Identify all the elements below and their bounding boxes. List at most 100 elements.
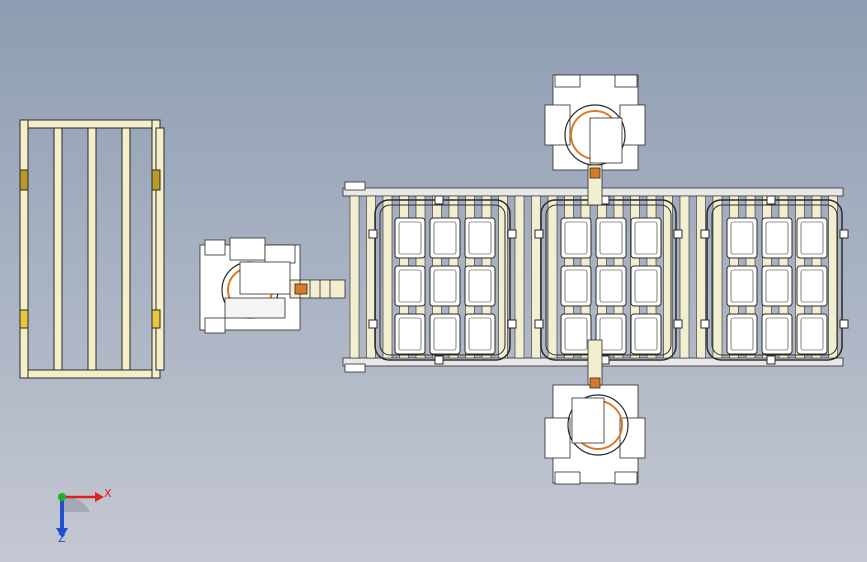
battery-module: [630, 265, 662, 307]
z-axis-arrowhead: [56, 528, 68, 538]
battery-module: [761, 265, 793, 307]
tray-inner-outline: [711, 204, 838, 356]
battery-module: [630, 313, 662, 355]
battery-module: [394, 265, 426, 307]
battery-module: [464, 265, 496, 307]
battery-module: [726, 313, 758, 355]
tray-clamp: [434, 195, 444, 205]
tray-clamp: [839, 229, 849, 239]
coordinate-triad: X Z: [56, 487, 112, 545]
pallet-block: [151, 169, 161, 191]
conveyor-end-plate: [344, 363, 366, 373]
battery-module: [726, 265, 758, 307]
battery-module-inner: [599, 269, 623, 303]
conveyor-end-plate: [344, 181, 366, 191]
battery-module-inner: [468, 317, 492, 351]
battery-module: [796, 265, 828, 307]
battery-module: [560, 217, 592, 259]
tray-inner-outline: [379, 204, 506, 356]
battery-module-inner: [634, 269, 658, 303]
pallet-slat: [53, 127, 63, 371]
battery-module: [429, 217, 461, 259]
tray-clamp: [434, 355, 444, 365]
battery-module-inner: [468, 269, 492, 303]
battery-module-inner: [398, 221, 422, 255]
conveyor-roller: [547, 195, 558, 359]
battery-module-inner: [398, 317, 422, 351]
conveyor-roller: [498, 195, 508, 359]
y-axis-dot: [58, 493, 66, 501]
tray-clamp: [766, 195, 776, 205]
triad-plane: [62, 496, 90, 512]
battery-module-inner: [433, 269, 457, 303]
battery-module-inner: [765, 221, 789, 255]
pallet-slats: [53, 127, 165, 371]
battery-module-inner: [599, 317, 623, 351]
tray-clamp: [534, 319, 544, 329]
battery-module: [464, 217, 496, 259]
battery-tray: [368, 195, 517, 365]
tray-clamp: [534, 229, 544, 239]
pallet-slat: [155, 127, 165, 371]
battery-module-inner: [599, 221, 623, 255]
tray-clamp: [368, 319, 378, 329]
battery-module-inner: [800, 317, 824, 351]
tray-clamp: [673, 319, 683, 329]
battery-tray: [700, 195, 849, 365]
battery-module-inner: [634, 317, 658, 351]
battery-module: [796, 313, 828, 355]
battery-module: [560, 265, 592, 307]
pallet-frame[interactable]: [19, 119, 165, 379]
x-axis-label: X: [104, 487, 112, 500]
battery-module: [630, 217, 662, 259]
conveyor-roller: [679, 195, 690, 359]
conveyor-roller: [712, 195, 723, 359]
tray-clamp: [700, 229, 710, 239]
battery-trays: [368, 195, 849, 365]
battery-module: [761, 313, 793, 355]
tray-clamp: [766, 355, 776, 365]
tray-clamp: [507, 319, 517, 329]
battery-module-inner: [730, 317, 754, 351]
conveyor-roller: [382, 195, 393, 359]
battery-module: [394, 217, 426, 259]
z-axis-label: Z: [58, 532, 66, 545]
conveyor-roller: [366, 195, 376, 359]
battery-module: [595, 265, 627, 307]
battery-module-inner: [800, 221, 824, 255]
conveyor-roller: [514, 195, 525, 359]
pallet-slat: [87, 127, 97, 371]
battery-module-inner: [564, 317, 588, 351]
tray-clamp: [673, 229, 683, 239]
battery-module-inner: [765, 317, 789, 351]
tray-clamp: [700, 319, 710, 329]
battery-module: [796, 217, 828, 259]
battery-module-inner: [634, 221, 658, 255]
tray-clamp: [839, 319, 849, 329]
battery-module: [560, 313, 592, 355]
battery-module: [761, 217, 793, 259]
battery-module-inner: [433, 221, 457, 255]
battery-module-inner: [730, 269, 754, 303]
battery-module: [394, 313, 426, 355]
robot-left[interactable]: [199, 237, 346, 334]
tray-clamp: [507, 229, 517, 239]
tray-clamp: [368, 229, 378, 239]
conveyor-roller: [531, 195, 541, 359]
battery-module-inner: [433, 317, 457, 351]
robot-bottom[interactable]: [544, 339, 646, 485]
conveyor-roller: [828, 195, 838, 359]
pallet-block: [19, 169, 29, 191]
tray-inner-outline: [545, 204, 672, 356]
x-axis-arrowhead: [95, 492, 104, 502]
battery-module-inner: [765, 269, 789, 303]
conveyor-roller: [349, 195, 360, 359]
battery-module: [726, 217, 758, 259]
robot-top[interactable]: [544, 74, 646, 206]
pallet-slat: [121, 127, 131, 371]
battery-module: [595, 217, 627, 259]
battery-module-inner: [468, 221, 492, 255]
battery-module-inner: [564, 221, 588, 255]
